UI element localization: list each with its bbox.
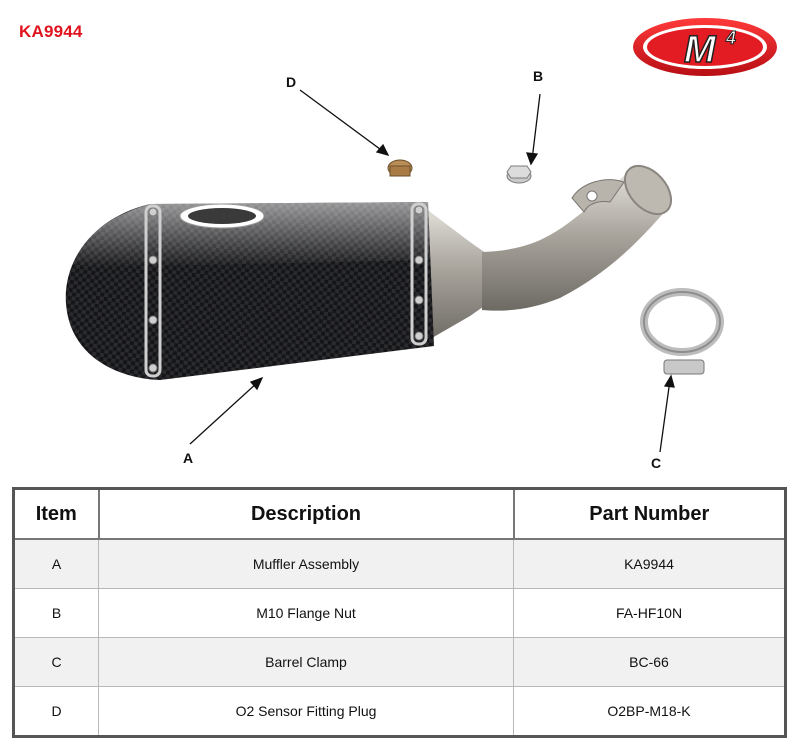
muffler-cone	[425, 208, 490, 342]
link-pipe	[482, 172, 668, 311]
exhaust-product-illustration	[65, 89, 724, 453]
column-header-item: Item	[12, 487, 100, 540]
callout-d: D	[286, 74, 297, 90]
callout-b: B	[533, 68, 544, 84]
column-header-part-number: Part Number	[512, 487, 787, 540]
callout-c: C	[651, 455, 662, 471]
description-cell: Muffler Assembly	[98, 538, 514, 589]
item-cell: A	[13, 538, 99, 589]
description-cell: Barrel Clamp	[98, 637, 514, 687]
part-number-cell: BC-66	[513, 637, 786, 687]
parts-table: Item Description Part Number A Muffler A…	[12, 487, 787, 738]
callout-a: A	[183, 450, 194, 466]
table-row: A Muffler Assembly KA9944	[13, 538, 786, 589]
table-row: B M10 Flange Nut FA-HF10N	[13, 588, 786, 638]
part-number-cell: FA-HF10N	[513, 588, 786, 638]
part-number-cell: O2BP-M18-K	[513, 686, 786, 737]
table-header-row: Item Description Part Number	[12, 487, 787, 540]
part-number-cell: KA9944	[513, 538, 786, 589]
flange-nut	[506, 165, 532, 184]
item-cell: B	[13, 588, 99, 638]
o2-sensor-plug	[387, 159, 413, 177]
barrel-clamp	[640, 288, 724, 375]
svg-text:4: 4	[725, 28, 736, 48]
svg-text:M: M	[684, 29, 717, 71]
column-header-description: Description	[97, 487, 515, 540]
description-cell: M10 Flange Nut	[98, 588, 514, 638]
part-code-title: KA9944	[19, 22, 83, 41]
m4-logo: M 4	[633, 18, 777, 76]
item-cell: C	[13, 637, 99, 687]
table-row: C Barrel Clamp BC-66	[13, 637, 786, 687]
description-cell: O2 Sensor Fitting Plug	[98, 686, 514, 737]
table-row: D O2 Sensor Fitting Plug O2BP-M18-K	[13, 686, 786, 737]
item-cell: D	[13, 686, 99, 737]
